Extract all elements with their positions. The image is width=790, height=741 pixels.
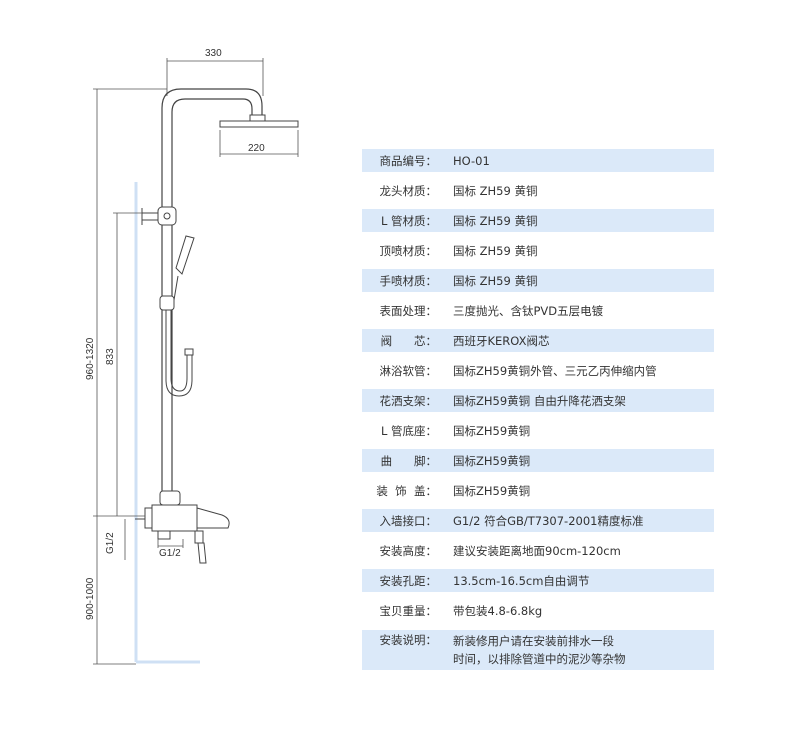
spec-value: 带包装4.8-6.8kg bbox=[453, 604, 543, 618]
spec-label: 表面处理： bbox=[379, 304, 438, 318]
spec-value: 国标ZH59黄铜 bbox=[453, 453, 531, 468]
spec-label: 安装高度： bbox=[379, 544, 438, 558]
spec-label: 安装说明： bbox=[379, 633, 438, 647]
spec-row: 商品编号： HO-01 bbox=[362, 149, 714, 172]
spec-row: 手喷材质： 国标 ZH59 黄铜 bbox=[362, 269, 714, 292]
spec-row: 阀 芯： 西班牙KEROX阀芯 bbox=[362, 329, 714, 352]
spec-row: 宝贝重量： 带包装4.8-6.8kg bbox=[362, 596, 714, 626]
spec-value: G1/2 符合GB/T7307-2001精度标准 bbox=[453, 513, 644, 528]
spec-label: 手喷材质： bbox=[379, 273, 438, 288]
spec-label: 阀 芯： bbox=[380, 333, 437, 348]
dimension-bracket-height-label: 833 bbox=[105, 348, 116, 365]
dimension-head-width-label: 220 bbox=[248, 143, 265, 154]
spec-label: 顶喷材质： bbox=[379, 244, 438, 258]
spec-label: 花洒支架： bbox=[379, 393, 438, 408]
spec-value: 三度抛光、含钛PVD五层电镀 bbox=[453, 304, 604, 318]
spec-row: 安装高度： 建议安装距离地面90cm-120cm bbox=[362, 536, 714, 566]
spec-value: 13.5cm-16.5cm自由调节 bbox=[453, 573, 590, 588]
dimension-mount-height bbox=[93, 560, 136, 665]
spec-value: 国标 ZH59 黄铜 bbox=[453, 213, 538, 228]
spec-value: 建议安装距离地面90cm-120cm bbox=[453, 544, 621, 558]
spec-row: 龙头材质： 国标 ZH59 黄铜 bbox=[362, 176, 714, 206]
spec-value: 国标ZH59黄铜 自由升降花洒支架 bbox=[453, 393, 626, 408]
dimension-total-height bbox=[93, 88, 167, 517]
dimension-inlet-left-label: G1/2 bbox=[105, 532, 116, 554]
spec-row: 顶喷材质： 国标 ZH59 黄铜 bbox=[362, 236, 714, 266]
spec-value: 国标 ZH59 黄铜 bbox=[453, 244, 538, 258]
shower-head bbox=[219, 114, 299, 128]
spec-row: 装 饰 盖： 国标ZH59黄铜 bbox=[362, 476, 714, 506]
shower-hose bbox=[165, 310, 194, 397]
riser-joint-upper bbox=[141, 206, 177, 226]
spec-value: 西班牙KEROX阀芯 bbox=[453, 333, 550, 348]
shower-riser-pipe bbox=[161, 88, 263, 505]
spec-value: 新装修用户请在安装前排水一段 时间，以排除管道中的泥沙等杂物 bbox=[453, 634, 626, 666]
hand-shower bbox=[159, 235, 195, 311]
spec-row: 安装说明： 新装修用户请在安装前排水一段 时间，以排除管道中的泥沙等杂物 bbox=[362, 630, 714, 670]
spec-row: L 管底座： 国标ZH59黄铜 bbox=[362, 416, 714, 446]
spec-label: 装 饰 盖： bbox=[376, 484, 437, 498]
dimension-inlet-bottom-label: G1/2 bbox=[159, 548, 181, 559]
spec-label: L 管底座： bbox=[380, 424, 437, 438]
dimension-head-width bbox=[219, 130, 299, 157]
dimension-bracket-height bbox=[113, 212, 142, 516]
dimension-inlet-bottom bbox=[157, 539, 184, 548]
spec-table: 商品编号： HO-01 龙头材质： 国标 ZH59 黄铜 L 管材质： 国标 ZH59 黄… bbox=[362, 146, 714, 670]
spec-row: 淋浴软管： 国标ZH59黄铜外管、三元乙丙伸缩内管 bbox=[362, 356, 714, 386]
dimension-top-width-label: 330 bbox=[205, 48, 222, 59]
spec-label: 淋浴软管： bbox=[379, 364, 438, 378]
spec-label: 商品编号： bbox=[379, 153, 438, 168]
spec-value: 国标ZH59黄铜 bbox=[453, 484, 531, 498]
spec-label: 曲 脚： bbox=[380, 453, 437, 468]
spec-value: HO-01 bbox=[453, 153, 490, 168]
spec-row: 曲 脚： 国标ZH59黄铜 bbox=[362, 449, 714, 472]
spec-label: 安装孔距： bbox=[379, 573, 438, 588]
spec-row: L 管材质： 国标 ZH59 黄铜 bbox=[362, 209, 714, 232]
dimension-total-height-label: 960-1320 bbox=[85, 337, 96, 380]
spec-label: 入墙接口： bbox=[379, 513, 438, 528]
spec-row: 安装孔距： 13.5cm-16.5cm自由调节 bbox=[362, 569, 714, 592]
spec-row: 花洒支架： 国标ZH59黄铜 自由升降花洒支架 bbox=[362, 389, 714, 412]
dimension-inlet-left bbox=[96, 516, 126, 560]
dimension-top-width bbox=[166, 58, 264, 96]
spec-label: L 管材质： bbox=[380, 213, 437, 228]
spec-row: 入墙接口： G1/2 符合GB/T7307-2001精度标准 bbox=[362, 509, 714, 532]
spec-label: 龙头材质： bbox=[379, 184, 438, 198]
dimension-mount-height-label: 900-1000 bbox=[85, 577, 96, 620]
spec-row: 表面处理： 三度抛光、含钛PVD五层电镀 bbox=[362, 296, 714, 326]
mixer-valve bbox=[135, 490, 230, 564]
spec-value: 国标 ZH59 黄铜 bbox=[453, 184, 538, 198]
spec-label: 宝贝重量： bbox=[379, 604, 438, 618]
shower-diagram: 330 220 bbox=[85, 48, 299, 665]
spec-value: 国标 ZH59 黄铜 bbox=[453, 273, 538, 288]
spec-value: 国标ZH59黄铜 bbox=[453, 424, 531, 438]
wall-outline bbox=[134, 182, 200, 664]
spec-value: 国标ZH59黄铜外管、三元乙丙伸缩内管 bbox=[453, 364, 657, 378]
